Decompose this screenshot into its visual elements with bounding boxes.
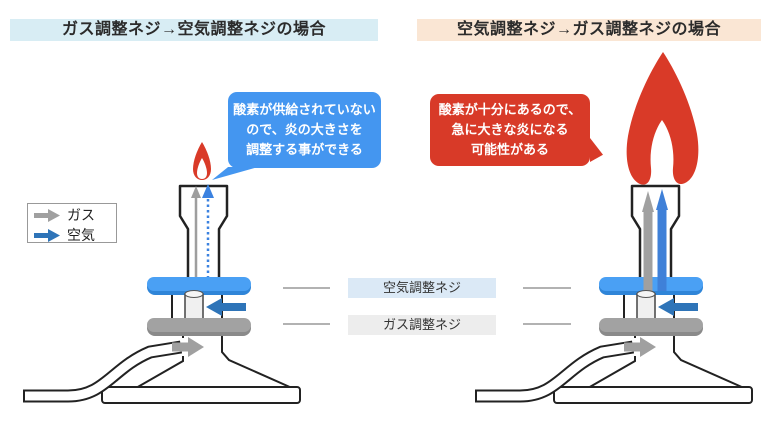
callout-line: ので、炎の大きさを	[246, 121, 363, 137]
left-burner	[23, 142, 301, 404]
right-gas-pipe	[475, 340, 635, 403]
right-base-cone	[587, 334, 745, 389]
legend-gas-label: ガス	[67, 207, 95, 223]
gas-adjust-ring-right	[599, 318, 703, 336]
legend-row-gas: ガス	[34, 205, 110, 225]
gas-arrow-icon	[34, 208, 60, 222]
air-adjust-ring-left	[147, 277, 251, 295]
right-case-header: 空気調整ネジ→ガス調整ネジの場合	[417, 19, 761, 41]
large-flame-icon	[626, 52, 699, 185]
callout-line: 酸素が供給されていない	[233, 101, 376, 117]
callout-line: 酸素が十分にあるので、	[438, 101, 582, 117]
air-arrow-icon	[34, 228, 60, 242]
gas-flow-arrow	[642, 191, 654, 291]
air-screw-label: 空気調整ネジ	[348, 278, 496, 298]
small-flame-icon	[193, 142, 211, 180]
air-inlet-arrow-left	[206, 298, 246, 316]
air-inlet-arrow-right	[658, 298, 698, 316]
gas-screw-label: ガス調整ネジ	[348, 315, 496, 335]
callout-line: 調整する事ができる	[246, 142, 363, 158]
left-base-cone	[135, 334, 293, 389]
gas-inlet-arrow-left	[172, 337, 204, 357]
callout-line: 急に大きな炎になる	[451, 121, 569, 137]
right-base-foot	[553, 386, 753, 404]
callout-line: 可能性がある	[470, 142, 549, 158]
legend-row-air: 空気	[34, 225, 110, 245]
gas-adjust-ring-left	[147, 318, 251, 336]
legend-air-label: 空気	[67, 227, 95, 243]
left-base-foot	[101, 386, 301, 404]
gas-flow-line	[191, 186, 201, 277]
left-barrel	[178, 184, 229, 279]
right-burner	[475, 52, 753, 404]
left-callout-bubble: 酸素が供給されていない ので、炎の大きさを 調整する事ができる	[212, 92, 381, 180]
flow-legend: ガス 空気	[27, 203, 117, 243]
gas-inlet-arrow-right	[624, 337, 656, 357]
air-flow-dotted-line	[202, 184, 214, 277]
right-callout-bubble: 酸素が十分にあるので、 急に大きな炎になる 可能性がある	[430, 94, 603, 166]
right-barrel	[630, 184, 681, 279]
label-connector-lines	[283, 287, 571, 325]
left-gas-pipe	[23, 340, 183, 403]
left-case-header: ガス調整ネジ→空気調整ネジの場合	[10, 19, 378, 41]
air-flow-arrow	[656, 189, 668, 291]
